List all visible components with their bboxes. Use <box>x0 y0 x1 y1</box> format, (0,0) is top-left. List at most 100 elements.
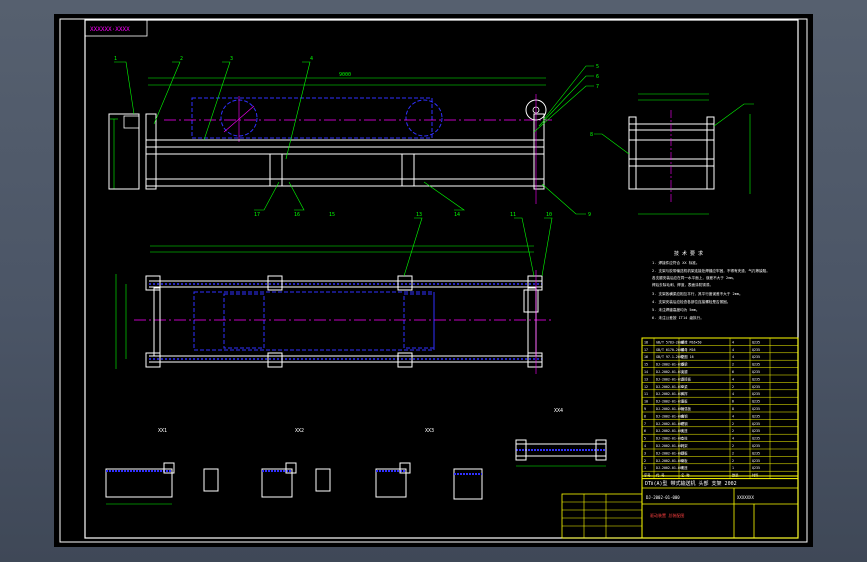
drawing-sheet: XXXXXX·XXXX 9000 <box>54 14 813 547</box>
title-block: DTⅡ(A)型 带式输送机 头部 支架 2002 DJ-2002-01-000 … <box>561 475 799 539</box>
parts-cell-material: Q235 <box>752 422 760 426</box>
corner-tag-box <box>84 19 148 37</box>
section-label-1: XX1 <box>158 428 167 434</box>
parts-cell-name: 托架 <box>681 443 688 448</box>
parts-cell-no: 1 <box>644 466 646 470</box>
svg-text:17: 17 <box>254 212 260 218</box>
parts-cell-name: 连接板 <box>681 376 692 381</box>
cad-drawing: XXXXXX·XXXX 9000 <box>59 18 808 543</box>
parts-cell-name: 支腿 <box>681 369 688 374</box>
parts-cell-name: 立柱 <box>681 436 688 441</box>
corner-tag: XXXXXX·XXXX <box>90 26 130 33</box>
parts-cell-material: Q235 <box>752 400 760 404</box>
parts-cell-code: DJ-2002-01-009 <box>656 407 684 411</box>
svg-text:16: 16 <box>294 212 300 218</box>
parts-cell-name: 底板 <box>681 399 688 404</box>
svg-text:5: 5 <box>596 64 599 70</box>
svg-text:2: 2 <box>180 56 183 62</box>
parts-cell-no: 12 <box>644 385 648 389</box>
parts-cell-no: 3 <box>644 451 646 455</box>
parts-cell-name: 横梁 <box>681 362 688 367</box>
parts-cell-qty: 2 <box>732 363 734 367</box>
top-view: 13 11 10 <box>115 212 554 374</box>
tech-note-8: 6. 未注公差按 IT14 级执行。 <box>652 315 704 320</box>
parts-cell-qty: 1 <box>732 466 734 470</box>
parts-cell-no: 17 <box>644 348 648 352</box>
parts-cell-code: DJ-2002-01-012 <box>656 385 684 389</box>
parts-cell-code: DJ-2002-01-007 <box>656 422 684 426</box>
front-view: 9000 1 <box>108 56 599 218</box>
parts-header-code: 代 号 <box>656 473 665 478</box>
parts-cell-name: 垫圈 16 <box>681 354 694 359</box>
parts-cell-qty: 4 <box>732 377 734 381</box>
drawing-number: DJ-2002-01-000 <box>646 495 680 500</box>
tech-note-4: 焊后去除毛刺、焊渣，表面涂防锈漆。 <box>652 282 713 287</box>
parts-cell-qty: 4 <box>732 414 734 418</box>
parts-cell-qty: 2 <box>732 422 734 426</box>
parts-cell-material: Q235 <box>752 451 760 455</box>
parts-cell-no: 10 <box>644 400 648 404</box>
parts-cell-material: Q235 <box>752 459 760 463</box>
svg-text:11: 11 <box>510 212 516 218</box>
parts-cell-qty: 2 <box>732 459 734 463</box>
parts-cell-no: 15 <box>644 363 648 367</box>
parts-cell-no: 4 <box>644 444 646 448</box>
parts-cell-name: 槽钢 <box>681 421 688 426</box>
parts-header-no: 序号 <box>644 473 651 478</box>
total-length-dim: 9000 <box>339 72 351 78</box>
parts-cell-name: 顶板 <box>681 450 688 455</box>
parts-cell-no: 14 <box>644 370 648 374</box>
tech-note-3: 各支腿安装后应在同一水平面上，误差不大于 2mm。 <box>652 275 736 280</box>
parts-cell-code: DJ-2002-01-014 <box>656 370 684 374</box>
parts-cell-no: 7 <box>644 422 646 426</box>
parts-header-qty: 数量 <box>732 473 739 478</box>
section-label-3: XX3 <box>425 428 434 434</box>
parts-cell-name: 支座 <box>681 428 688 433</box>
parts-cell-no: 16 <box>644 355 648 359</box>
parts-cell-name: 侧板 <box>681 458 688 463</box>
section-label-4: XX4 <box>554 408 563 414</box>
parts-cell-qty: 4 <box>732 348 734 352</box>
technical-notes: 技 术 要 求 1. 焊接件应符合 XX 标准。 2. 支架与胶带输送机机架连接… <box>652 250 770 320</box>
parts-cell-code: GB/T 5783-2000 <box>656 340 684 344</box>
parts-cell-code: DJ-2002-01-006 <box>656 429 684 433</box>
svg-text:4: 4 <box>310 56 313 62</box>
outer-border <box>59 18 808 543</box>
parts-cell-material: Q235 <box>752 348 760 352</box>
parts-cell-qty: 6 <box>732 400 734 404</box>
parts-cell-material: Q235 <box>752 392 760 396</box>
parts-cell-name: 角钢 <box>681 413 688 418</box>
svg-text:10: 10 <box>546 212 552 218</box>
parts-cell-no: 2 <box>644 459 646 463</box>
parts-cell-material: Q235 <box>752 340 760 344</box>
parts-cell-material: Q235 <box>752 377 760 381</box>
parts-cell-code: DJ-2002-01-013 <box>656 377 684 381</box>
drawing-title: DTⅡ(A)型 带式输送机 头部 支架 2002 <box>645 480 737 487</box>
svg-text:14: 14 <box>454 212 460 218</box>
parts-cell-code: DJ-2002-01-010 <box>656 400 684 404</box>
parts-cell-code: DJ-2002-01-001 <box>656 466 684 470</box>
parts-cell-code: GB/T 6170-2000 <box>656 348 684 352</box>
parts-cell-no: 9 <box>644 407 646 411</box>
parts-cell-name: 螺栓 M16×50 <box>681 339 702 344</box>
svg-text:8: 8 <box>590 132 593 138</box>
parts-cell-name: 加强板 <box>681 406 692 411</box>
assembly-name: 驱动装置 总装配图 <box>650 512 684 518</box>
parts-cell-material: Q235 <box>752 414 760 418</box>
tech-note-6: 4. 支架安装后应检查各部位连接螺栓是否紧固。 <box>652 299 730 304</box>
parts-cell-no: 13 <box>644 377 648 381</box>
parts-cell-name: 底座 <box>681 465 688 470</box>
parts-cell-qty: 2 <box>732 385 734 389</box>
parts-cell-material: Q235 <box>752 429 760 433</box>
parts-cell-name: 斜撑 <box>681 391 688 396</box>
parts-cell-material: Q235 <box>752 363 760 367</box>
parts-cell-code: DJ-2002-01-008 <box>656 414 684 418</box>
tech-note-5: 3. 支架各横梁应相互平行，其平行度误差不大于 2mm。 <box>652 291 743 296</box>
parts-cell-qty: 6 <box>732 370 734 374</box>
tech-note-1: 1. 焊接件应符合 XX 标准。 <box>652 260 700 265</box>
inner-border <box>84 19 799 539</box>
parts-cell-code: DJ-2002-01-002 <box>656 459 684 463</box>
parts-cell-material: Q235 <box>752 466 760 470</box>
svg-text:6: 6 <box>596 74 599 80</box>
parts-cell-no: 18 <box>644 340 648 344</box>
